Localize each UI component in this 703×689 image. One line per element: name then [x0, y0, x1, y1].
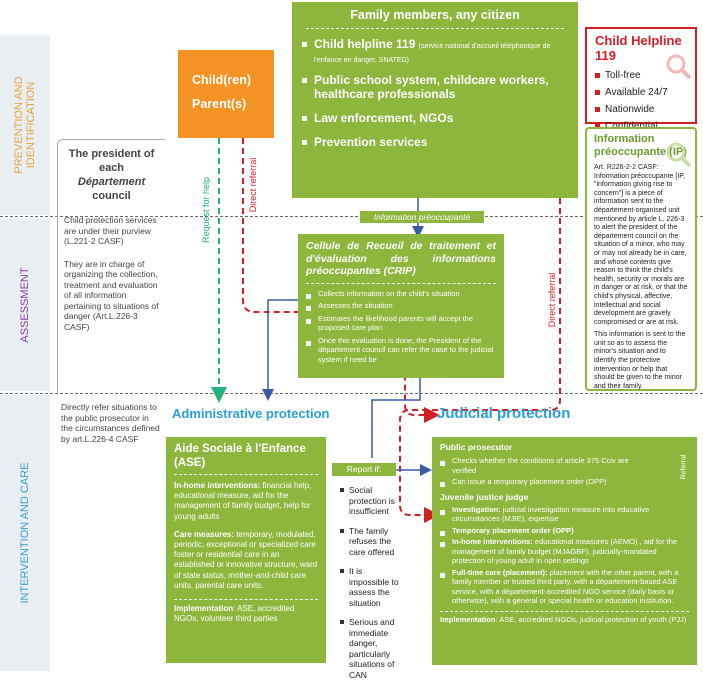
family-title: Family members, any citizen	[350, 8, 520, 22]
judge-title: Juvenile justice judge	[440, 491, 529, 502]
crip-divider	[306, 282, 496, 284]
referral-label: Referral	[680, 454, 688, 480]
report-box: Social protection is insufficient The fa…	[340, 485, 402, 689]
ase-divider	[174, 474, 318, 475]
judge-item: Investigation: judicial investigation me…	[440, 505, 689, 524]
section-assessment: ASSESSMENT	[0, 219, 50, 391]
helpline-item: Toll-free	[595, 70, 687, 81]
parent-label: Parent(s)	[192, 97, 247, 111]
prosecutor-title: Public prosecutor	[440, 442, 513, 452]
president-box: The president of each Département counci…	[57, 139, 165, 393]
crip-title: Cellule de Recueil de traitement et d'év…	[306, 240, 496, 277]
president-title: The president of each Département counci…	[68, 148, 155, 202]
ase-p1: In-home interventions: financial help, e…	[174, 481, 312, 521]
child-parent-box: Child(ren) Parent(s)	[178, 50, 274, 138]
judicial-protection-heading: Judicial protection	[437, 405, 571, 422]
judicial-box: Public prosecutor Checks whether the con…	[432, 437, 697, 665]
president-p2: They are in charge of organizing the col…	[64, 258, 159, 332]
direct-referral-label-1: Direct referral	[248, 157, 258, 213]
ase-p2: Care measures: temporary, modulated, per…	[174, 529, 318, 590]
magnifier-icon	[666, 142, 692, 168]
crip-to-admin-arrow	[262, 299, 298, 401]
connector-arrows	[211, 138, 561, 523]
helpline-item: Confidential	[595, 121, 687, 132]
report-item: Social protection is insufficient	[340, 485, 402, 517]
ase-divider-2	[174, 599, 318, 601]
judge-item: In-home interventions: educational measu…	[440, 537, 689, 566]
section-intervention: INTERVENTION AND CARE	[0, 395, 50, 671]
judicial-divider	[440, 610, 689, 612]
family-item: Public school system, childcare workers,…	[302, 73, 568, 101]
ip-title: Information préoccupante (IP)	[594, 133, 687, 158]
ase-p3: Implementation: ASE, accredited NGOs, vo…	[174, 604, 295, 624]
magnifier-icon	[666, 54, 692, 80]
crip-item: Collects information on the child's situ…	[306, 289, 496, 299]
ase-box: Aide Sociale à l'Enfance (ASE) In-home i…	[166, 437, 326, 663]
helpline-box: Child Helpline 119 Toll-free Available 2…	[585, 27, 697, 132]
ip-article: Art. R226-2-2 CASF:	[594, 164, 659, 171]
president-p1: Child protection services are under thei…	[64, 215, 157, 246]
ip-label: Information préoccupante	[360, 211, 484, 223]
crip-to-judicial-line	[371, 378, 421, 458]
prosecutor-item: Can issue a temporary placement order (O…	[440, 477, 655, 487]
family-item: Child helpline 119 (service national d'a…	[302, 37, 568, 65]
request-label: Request for help	[201, 176, 211, 244]
direct-label-1-wrap: Direct referral	[247, 150, 259, 250]
judge-list: Investigation: judicial investigation me…	[440, 505, 689, 606]
helpline-item: Available 24/7	[595, 87, 687, 98]
report-item: The family refuses the care offered	[340, 526, 402, 558]
section-prevention: PREVENTION AND IDENTIFICATION	[0, 35, 50, 215]
crip-box: Cellule de Recueil de traitement et d'év…	[298, 234, 504, 378]
request-label-wrap: Request for help	[200, 150, 212, 270]
judge-item: Temporary placement order (OPP)	[440, 526, 689, 535]
judicial-implementation: Implementation: ASE, accredited NGOs, ju…	[440, 614, 687, 624]
separator-1	[0, 216, 703, 217]
crip-item: Estimates the likelihood parents will ac…	[306, 314, 496, 333]
direct-label-2-wrap: Direct referral	[546, 250, 558, 350]
admin-protection-heading: Administrative protection	[172, 406, 330, 421]
family-item: Prevention services	[302, 135, 568, 149]
judge-item: Full-time care (placement): placement wi…	[440, 568, 689, 606]
child-label: Child(ren)	[192, 73, 252, 87]
family-members-box: Family members, any citizen Child helpli…	[292, 2, 578, 198]
family-item: Law enforcement, NGOs	[302, 111, 568, 125]
report-label: Report if:	[332, 463, 396, 476]
ip-body-2: This information is sent to the unit so …	[594, 331, 686, 390]
prosecutor-list: Checks whether the conditions of article…	[440, 456, 655, 487]
direct-referral-arrow-1	[242, 138, 440, 423]
family-list: Child helpline 119 (service national d'a…	[302, 37, 568, 149]
report-item: It is impossible to assess the situation	[340, 566, 402, 608]
family-divider	[306, 28, 564, 29]
ase-title: Aide Sociale à l'Enfance (ASE)	[174, 443, 306, 469]
helpline-title: Child Helpline 119	[595, 33, 682, 63]
ip-box: Information préoccupante (IP) Art. R226-…	[585, 127, 697, 391]
helpline-item: Nationwide	[595, 104, 687, 115]
prosecutor-item: Checks whether the conditions of article…	[440, 456, 655, 475]
separator-2	[0, 393, 703, 394]
helpline-list: Toll-free Available 24/7 Nationwide Conf…	[595, 70, 687, 132]
ip-body: Information préoccupante [IP, "informati…	[594, 172, 688, 326]
president-p3: Directly refer situations to the public …	[61, 402, 160, 444]
direct-referral-label-2: Direct referral	[547, 272, 557, 328]
report-list: Social protection is insufficient The fa…	[340, 485, 402, 680]
crip-list: Collects information on the child's situ…	[306, 289, 496, 365]
crip-item: Once this evaluation is done, the Presid…	[306, 336, 496, 365]
crip-item: Assesses the situation	[306, 301, 496, 311]
